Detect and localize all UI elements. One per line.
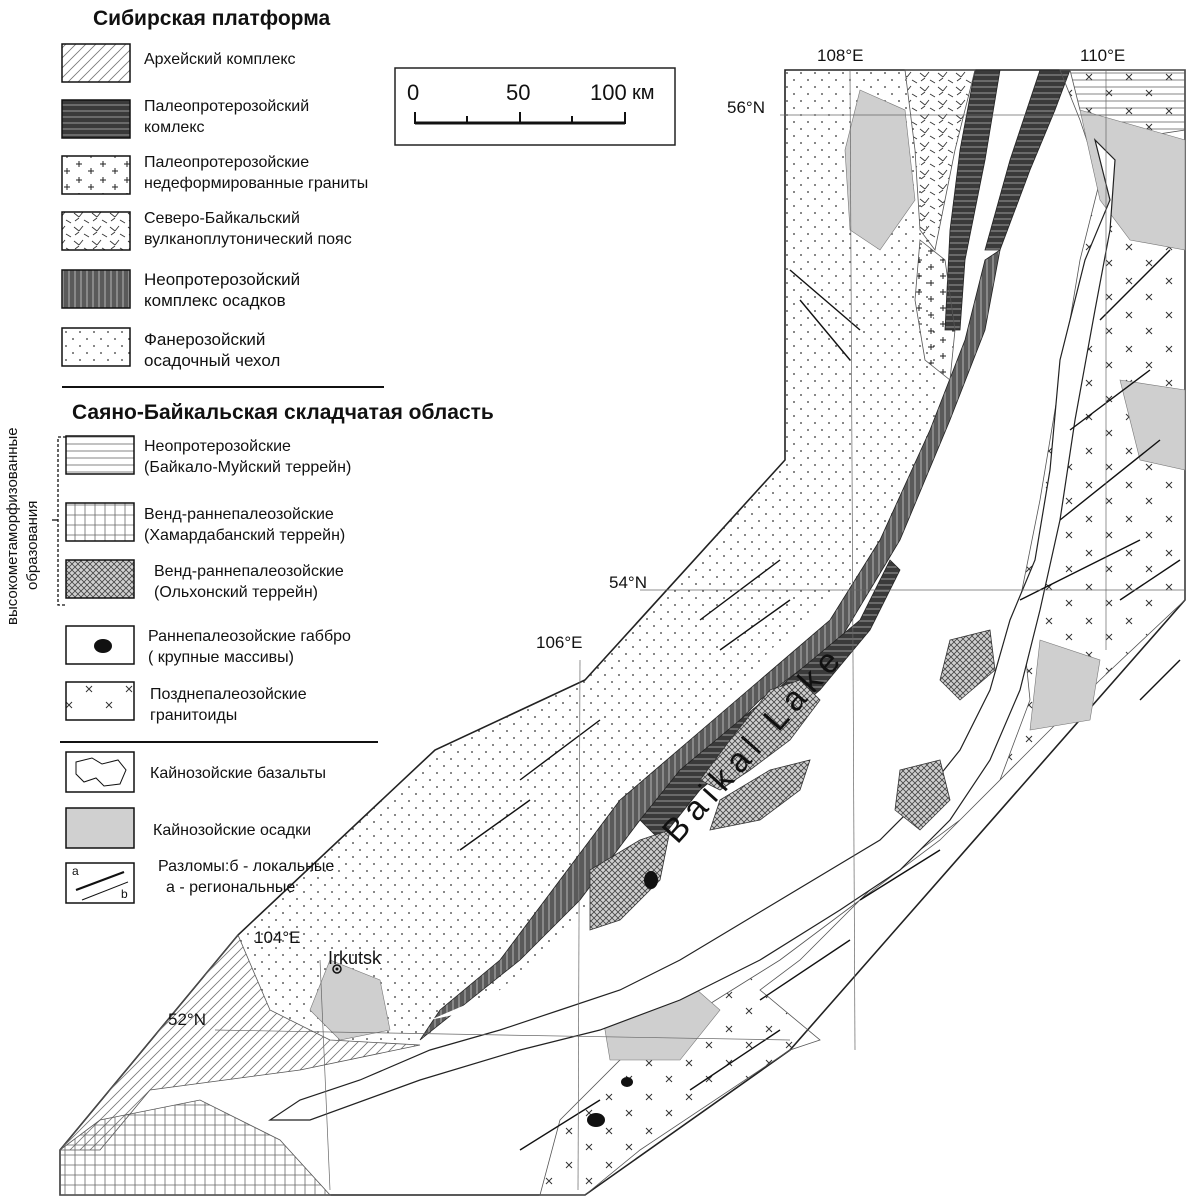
swatch-volcanic-belt [61, 211, 131, 251]
legend-divider-1 [62, 386, 384, 388]
swatch-paleoproterozoic [61, 99, 131, 139]
swatch-basalt-shape [75, 757, 127, 787]
fault-label-a: a [72, 864, 79, 878]
irkutsk-marker-dot [335, 967, 339, 971]
swatch-faults [65, 862, 135, 904]
scale-unit: км [632, 82, 655, 104]
cenozoic-sediments-e2 [1029, 639, 1101, 731]
cenozoic-sediments-north [844, 89, 916, 251]
neoproterozoic-sediments-band [419, 249, 1001, 1041]
legend-item-text: Неопротерозойские(Байкало-Муйский террей… [144, 438, 352, 476]
scale-label-0: 0 [407, 80, 420, 105]
phanerozoic-cover [238, 70, 935, 1040]
map-body [59, 69, 1186, 1196]
legend-item-text: Кайнозойские осадки [153, 822, 312, 839]
lon-104-label: 104°E [254, 928, 301, 947]
scale-label-100: 100 [590, 80, 627, 105]
swatch-khamardaban [65, 502, 135, 542]
scale-bar [394, 67, 676, 146]
swatch-gabbro-blob [94, 639, 112, 653]
lon-108-label: 108°E [817, 46, 864, 65]
swatch-neoproterozoic-sediments [61, 269, 131, 309]
swatch-paleoproterozoic-granites [61, 155, 131, 195]
legend-item-text: Венд-раннепалеозойские(Ольхонский террей… [154, 563, 344, 601]
irkutsk-marker [332, 964, 342, 974]
cenozoic-sediments-sw [309, 959, 391, 1041]
metamorphic-bracket [57, 436, 66, 606]
lat-56-label: 56°N [727, 98, 765, 117]
lat-54-label: 54°N [609, 573, 647, 592]
olkhon-terrane-south [589, 829, 671, 931]
lat-52-label: 52°N [168, 1010, 206, 1029]
khamardaban-terrane [59, 1099, 331, 1196]
city-label-irkutsk: Irkutsk [328, 948, 382, 968]
legend-title-sayan-baikal: Саяно-Байкальская складчатая область [72, 401, 494, 424]
graticule [214, 69, 1185, 1191]
olkhon-patch-east [894, 759, 951, 831]
legend-item-text: Венд-раннепалеозойские(Хамардабанский те… [144, 506, 346, 544]
legend-item-text: Раннепалеозойские габбро( крупные массив… [148, 628, 351, 666]
paleoproterozoic-band-north [944, 69, 1001, 331]
olkhon-island [709, 759, 811, 831]
legend-title-siberian-platform: Сибирская платформа [93, 7, 331, 30]
swatch-archean [61, 43, 131, 83]
lon-110-label: 110°E [1080, 46, 1126, 65]
faults [459, 249, 1181, 1151]
legend-swatches [61, 43, 135, 904]
olkhon-terrane [699, 679, 821, 791]
paleoproterozoic-granites [914, 239, 956, 381]
gabbro-body [621, 1077, 633, 1087]
metamorphic-side-label: высокометаморфизованные образования [4, 427, 41, 625]
swatch-granitoids [65, 681, 135, 721]
gabbro-body [644, 871, 658, 889]
scale-label-50: 50 [506, 80, 531, 105]
lon-106-label: 106°E [536, 633, 583, 652]
gabbro-body [587, 1113, 605, 1127]
swatch-olkhon [65, 559, 135, 599]
legend-item-text: Архейский комплекс [144, 51, 296, 68]
swatch-cenozoic-sediments [65, 807, 135, 849]
lake-baikal [268, 138, 1116, 1121]
legend-divider-2 [60, 741, 378, 743]
legend-item-text: Кайнозойские базальты [150, 765, 326, 782]
swatch-baikal-muya [65, 435, 135, 475]
olkhon-patch-ne [939, 629, 996, 701]
swatch-phanerozoic [61, 327, 131, 367]
fault-label-b: b [121, 887, 128, 901]
cenozoic-sediments-e1 [1119, 379, 1186, 471]
